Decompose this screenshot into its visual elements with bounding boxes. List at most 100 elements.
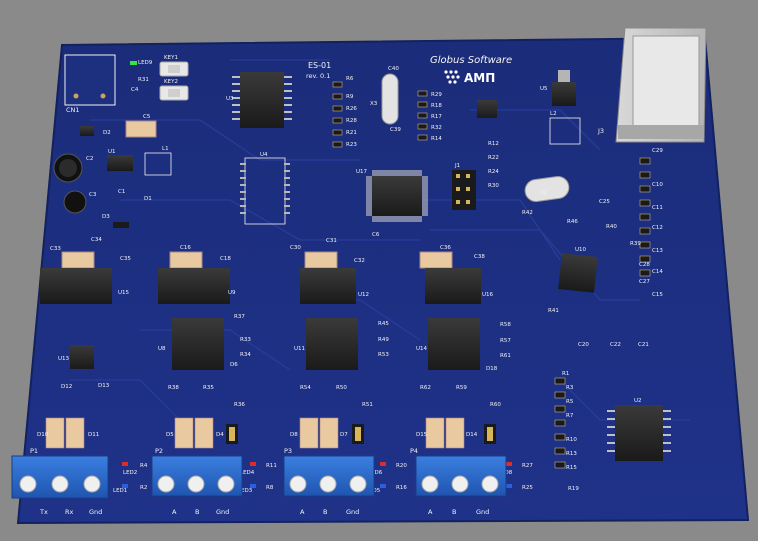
- label-P3: P3: [284, 447, 292, 455]
- label-C18: C18: [220, 256, 231, 262]
- label-C10: C10: [652, 182, 663, 188]
- channel-1-power: C33 C35 U15: [40, 246, 131, 304]
- ic-u14: U14 R58 R57 R61 D18: [416, 318, 511, 372]
- label-R57: R57: [500, 338, 511, 344]
- label-C2: C2: [86, 156, 93, 162]
- label-C27: C27: [639, 279, 650, 285]
- label-R32: R32: [431, 125, 442, 131]
- label-D2: D2: [103, 130, 111, 136]
- label-C39: C39: [390, 127, 401, 133]
- p2-pin-3: Gnd: [216, 508, 229, 516]
- label-R35: R35: [203, 385, 214, 391]
- label-R42: R42: [522, 210, 533, 216]
- label-R60: R60: [490, 402, 501, 408]
- label-R18: R18: [431, 103, 442, 109]
- label-C11: C11: [652, 205, 663, 211]
- led9-green: [130, 61, 137, 65]
- label-C31: C31: [326, 238, 337, 244]
- terminal-block-p4[interactable]: P4 A B Gnd: [410, 447, 507, 516]
- power-connector-cn1: CN1: [64, 54, 116, 114]
- label-R27: R27: [522, 463, 533, 469]
- label-L1: L1: [162, 146, 169, 152]
- p1-pin-3: Gnd: [89, 508, 102, 516]
- channel-3-power: C30 C31 C32 U12 C6: [290, 232, 380, 304]
- crystal-x3: X3 C40 C39: [370, 66, 401, 133]
- label-R62: R62: [420, 385, 431, 391]
- label-U3: U3: [226, 96, 234, 102]
- label-R53: R53: [378, 352, 389, 358]
- label-R49: R49: [378, 337, 389, 343]
- label-KEY2: KEY2: [164, 79, 178, 85]
- label-C38: C38: [474, 254, 485, 260]
- ic-u2: U2: [607, 398, 671, 461]
- label-LED9: LED9: [138, 60, 153, 66]
- p4-pin-1: A: [428, 508, 433, 516]
- label-R13: R13: [566, 451, 577, 457]
- label-C22: C22: [610, 342, 621, 348]
- p3-pin-3: Gnd: [346, 508, 359, 516]
- ic-u13: U13: [58, 345, 94, 369]
- label-L2: L2: [550, 111, 557, 117]
- label-U4: U4: [260, 152, 268, 158]
- label-R16: R16: [396, 485, 407, 491]
- channel-2-power: C16 C18 U9: [158, 245, 236, 304]
- label-D1: D1: [144, 196, 152, 202]
- terminal-block-p3[interactable]: P3 A B Gnd: [283, 447, 375, 516]
- crystal-x2: X2 R42 R46 C25 R40: [522, 175, 617, 230]
- jumpers: [226, 424, 496, 444]
- board-revision: rev. 0.1: [306, 72, 330, 80]
- label-J1: J1: [454, 163, 460, 169]
- label-P2: P2: [155, 447, 163, 455]
- label-D12: D12: [61, 384, 72, 390]
- label-C13: C13: [652, 248, 663, 254]
- label-D8: D8: [290, 432, 298, 438]
- terminal-block-p1[interactable]: P1 Tx Rx Gnd: [11, 447, 109, 516]
- label-U13: U13: [58, 356, 70, 362]
- label-C40: C40: [388, 66, 399, 72]
- label-C33: C33: [50, 246, 61, 252]
- brand-logo: АМП: [444, 70, 495, 85]
- footprint-u4: U4: [240, 152, 290, 225]
- label-LED4: LED4: [240, 470, 255, 476]
- label-R29: R29: [431, 92, 442, 98]
- label-C15: C15: [652, 292, 663, 298]
- label-R40: R40: [606, 224, 617, 230]
- label-D4: D4: [216, 432, 224, 438]
- terminal-block-p2[interactable]: P2 A B Gnd: [151, 447, 243, 516]
- label-P1: P1: [30, 447, 38, 455]
- label-D10: D10: [37, 432, 49, 438]
- label-C1: C1: [118, 189, 125, 195]
- ic-u11: U11 R45 R49 R53: [294, 318, 389, 370]
- label-KEY1: KEY1: [164, 55, 178, 61]
- label-R45: R45: [378, 321, 389, 327]
- label-U5: U5: [540, 86, 548, 92]
- key1-button[interactable]: [159, 61, 189, 77]
- label-D6: D6: [230, 362, 238, 368]
- label-R1: R1: [562, 371, 569, 377]
- label-R20: R20: [396, 463, 407, 469]
- label-R15: R15: [566, 465, 577, 471]
- label-D11: D11: [88, 432, 99, 438]
- capacitor-column-right: C29 C10 C11 C12 C13 C14 C15 R39 C28 C27: [630, 148, 663, 298]
- label-R19: R19: [568, 486, 579, 492]
- label-R33: R33: [240, 337, 251, 343]
- diode-pairs: D10 D11 D5 D4 D8 D7 D15 D14: [37, 417, 478, 449]
- label-R3: R3: [566, 385, 574, 391]
- label-R5: R5: [566, 399, 574, 405]
- ic-u10: U10: [558, 247, 598, 293]
- label-U15: U15: [118, 290, 130, 296]
- label-LED2: LED2: [123, 470, 137, 476]
- inductor-l2: L2: [549, 111, 581, 145]
- p1-pin-1: Tx: [39, 508, 48, 516]
- label-U2: U2: [634, 398, 642, 404]
- regulator-u5: U5: [540, 70, 576, 106]
- p2-pin-1: A: [172, 508, 177, 516]
- label-R21: R21: [346, 130, 357, 136]
- key2-button[interactable]: [159, 85, 189, 101]
- label-R46: R46: [567, 219, 578, 225]
- label-C36: C36: [440, 245, 451, 251]
- label-C32: C32: [354, 258, 365, 264]
- label-R2: R2: [140, 485, 147, 491]
- label-R58: R58: [500, 322, 511, 328]
